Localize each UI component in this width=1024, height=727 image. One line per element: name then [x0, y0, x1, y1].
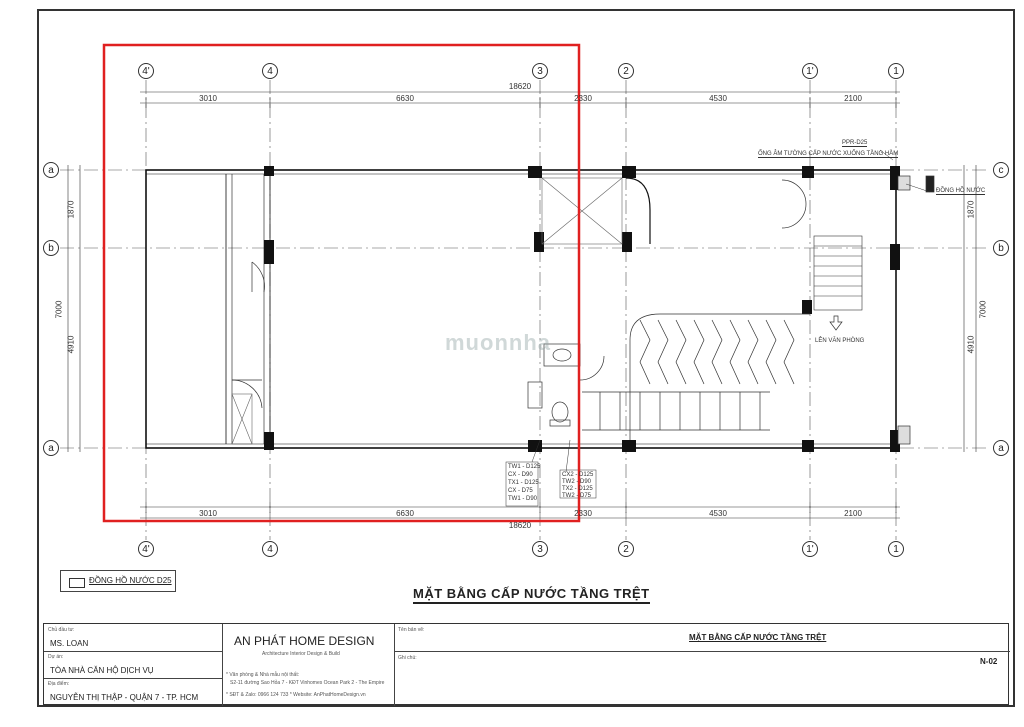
curved-wall — [625, 177, 651, 244]
dimension-top: 2100 — [844, 94, 862, 103]
pipe-label: TX1 - D125 — [508, 480, 539, 486]
legend-label: ĐỒNG HỒ NƯỚC D25 — [89, 576, 172, 585]
dimension-right: 1870 — [966, 200, 976, 219]
dimension-top: 2330 — [574, 94, 592, 103]
grid-bubble-left: b — [43, 240, 59, 256]
meter-boxes — [897, 175, 935, 445]
walls — [145, 169, 897, 449]
project-label: Dự án: — [48, 654, 64, 660]
pipe-label: TW2 - D75 — [562, 493, 592, 499]
dimension-bottom: 2100 — [844, 509, 862, 518]
columns — [264, 166, 900, 452]
grid-bubble-top: 1 — [888, 63, 904, 79]
grid-bubble-top: 4 — [262, 63, 278, 79]
dimension-top: 6630 — [396, 94, 414, 103]
grid-bubble-right: b — [993, 240, 1009, 256]
pipe-label: TW2 - D90 — [562, 479, 592, 485]
grid-bubble-top: 1' — [802, 63, 818, 79]
dimension-overall-bottom: 18620 — [508, 521, 532, 530]
pipe-label: CX - D75 — [508, 488, 533, 494]
pipe-label: TW1 - D90 — [508, 496, 538, 502]
location-label: Địa điểm: — [48, 681, 70, 687]
grid-bubble-right: a — [993, 440, 1009, 456]
dimension-top: 4530 — [709, 94, 727, 103]
sheet-name: MẶT BẰNG CẤP NƯỚC TẦNG TRỆT — [689, 633, 827, 642]
drawing-title: MẶT BẰNG CẤP NƯỚC TẦNG TRỆT — [413, 586, 650, 604]
grid-bubble-bottom: 4 — [262, 541, 278, 557]
shafts — [231, 177, 623, 445]
watermark: muonnha — [445, 330, 551, 355]
dimension-bottom: 6630 — [396, 509, 414, 518]
pipe-label: CX - D90 — [508, 472, 533, 478]
wc-fixtures — [527, 343, 581, 427]
highlight-box — [102, 43, 581, 523]
dimension-bottom: 2330 — [574, 509, 592, 518]
dimension-left: 1870 — [66, 200, 76, 219]
dimension-right: 4910 — [966, 335, 976, 354]
contact-line: * SĐT & Zalo: 0966 124 733 * Website: An… — [226, 692, 366, 698]
grid-bubble-right: c — [993, 162, 1009, 178]
pipe-label: TX2 - D125 — [562, 486, 593, 492]
grid-bubble-top: 3 — [532, 63, 548, 79]
dimension-overall-left: 7000 — [54, 300, 64, 319]
grid-bubble-bottom: 1' — [802, 541, 818, 557]
grid-bubble-bottom: 1 — [888, 541, 904, 557]
grid-bubble-bottom: 3 — [532, 541, 548, 557]
water-meter-icon — [69, 578, 85, 588]
legend: ĐỒNG HỒ NƯỚC D25 — [60, 570, 176, 592]
pipe-label: TW1 - D125 — [508, 464, 541, 470]
drawing-frame — [37, 9, 1015, 707]
company-name: AN PHÁT HOME DESIGN — [234, 634, 375, 648]
title-block: Chủ đầu tư: MS. LOAN Dự án: TÒA NHÀ CĂN … — [43, 623, 1010, 706]
dimension-overall-right: 7000 — [978, 300, 988, 319]
grid-bubble-bottom: 4' — [138, 541, 154, 557]
grid-bubble-bottom: 2 — [618, 541, 634, 557]
grid-lines-vertical — [145, 80, 897, 540]
company-subtitle: Architecture Interior Design & Build — [262, 651, 340, 657]
office-address: S2-11 đường Sao Hỏa 7 - KĐT Vinhomes Oce… — [230, 680, 385, 686]
meter-note: ĐỒNG HỒ NƯỚC — [936, 188, 986, 195]
grid-lines-horizontal — [60, 169, 990, 449]
owner-label: Chủ đầu tư: — [48, 627, 75, 633]
grid-bubble-left: a — [43, 440, 59, 456]
stair-basement — [813, 235, 863, 311]
pipe-label: CX2 - D125 — [562, 472, 594, 478]
dimension-top: 3010 — [199, 94, 217, 103]
office-line: * Văn phòng & Nhà mẫu nội thất: — [226, 672, 300, 678]
project-value: TÒA NHÀ CĂN HỘ DỊCH VỤ — [50, 666, 154, 675]
pipe-tag: PPR-D25 — [842, 140, 868, 147]
sheet-number: N-02 — [980, 657, 998, 666]
grid-bubble-top: 2 — [618, 63, 634, 79]
dimension-left: 4910 — [66, 335, 76, 354]
up-office-note: LÊN VĂN PHÒNG — [815, 338, 865, 344]
grid-bubble-left: a — [43, 162, 59, 178]
dimension-bottom: 4530 — [709, 509, 727, 518]
stair-main — [582, 313, 843, 440]
location-value: NGUYỄN THỊ THẬP - QUẬN 7 - TP. HCM — [50, 693, 199, 702]
leader-lines — [505, 149, 931, 507]
door-swings — [231, 179, 807, 409]
note-label: Ghi chú: — [398, 655, 417, 661]
dimension-lines — [67, 91, 977, 519]
dimension-overall-top: 18620 — [508, 82, 532, 91]
dimension-bottom: 3010 — [199, 509, 217, 518]
pipe-note: ỐNG ÂM TƯỜNG CẤP NƯỚC XUỐNG TẦNG HẦM — [758, 151, 899, 158]
sheet-name-label: Tên bản vẽ: — [398, 627, 425, 633]
grid-bubble-top: 4' — [138, 63, 154, 79]
owner-value: MS. LOAN — [50, 639, 89, 648]
